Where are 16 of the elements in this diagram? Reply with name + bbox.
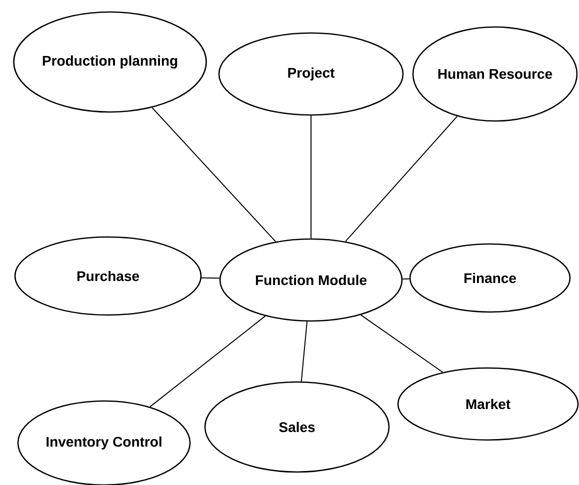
connector-line [300, 321, 308, 382]
ellipse-node: Market [397, 367, 579, 441]
connector-line [344, 116, 458, 242]
ellipse-node: Finance [409, 243, 571, 313]
ellipse-node: Purchase [14, 236, 202, 316]
connector-line [201, 277, 220, 279]
connector-line [310, 115, 312, 239]
ellipse-node: Production planning [13, 11, 207, 113]
ellipse-node: Human Resource [412, 26, 578, 122]
ellipse-node: Project [218, 32, 404, 116]
connector-line [152, 107, 276, 242]
connector-line [360, 314, 444, 373]
ellipse-node: Function Module [219, 238, 403, 322]
connector-line [149, 316, 266, 408]
connector-line [402, 278, 410, 280]
ellipse-node: Sales [204, 381, 390, 473]
